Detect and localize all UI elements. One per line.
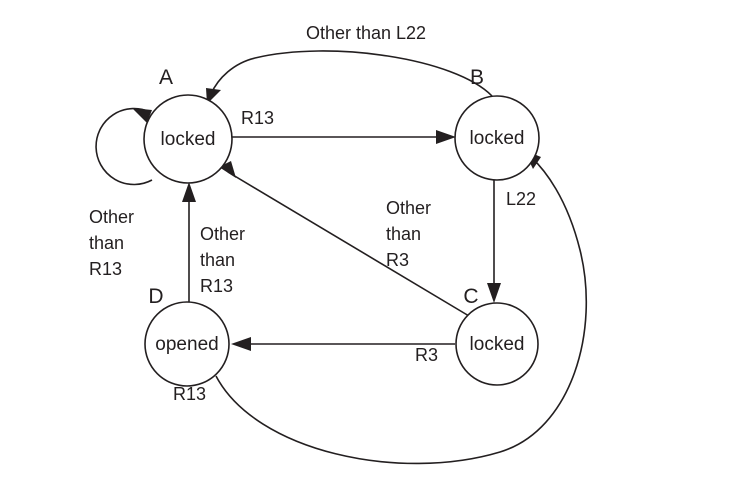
edge-label-a-self-loop-line2: than <box>89 233 124 253</box>
edge-b-to-c-arrowhead <box>487 283 501 303</box>
edge-label-d-to-a-line1: Other <box>200 224 245 244</box>
edge-label-d-to-a-line2: than <box>200 250 235 270</box>
state-b[interactable]: locked B <box>454 66 540 181</box>
edge-a-to-b <box>232 130 456 144</box>
state-c[interactable]: locked C <box>455 285 539 386</box>
edge-label-c-to-a-line1: Other <box>386 198 431 218</box>
edge-b-to-a-path <box>210 50 493 97</box>
edge-d-to-a <box>182 182 196 302</box>
edge-b-to-c <box>487 180 501 303</box>
state-b-circle[interactable] <box>454 95 540 181</box>
edge-b-to-a <box>206 50 493 104</box>
edge-a-self-loop <box>95 107 153 186</box>
state-a-name: A <box>159 66 173 89</box>
edge-label-other-than-l22: Other than L22 <box>306 23 426 43</box>
edge-label-a-self-loop: Other than R13 <box>89 207 134 279</box>
state-d-name: D <box>148 285 163 308</box>
edge-c-to-a-path <box>227 171 470 317</box>
state-a-circle[interactable] <box>143 94 233 184</box>
edge-d-to-b-path <box>215 156 587 465</box>
state-a[interactable]: locked A <box>143 66 233 184</box>
edge-label-r13-d-to-b: R13 <box>173 384 206 404</box>
edge-label-r3: R3 <box>415 345 438 365</box>
edge-label-d-to-a: Other than R13 <box>200 224 245 296</box>
edge-label-r13-a-to-b: R13 <box>241 108 274 128</box>
edge-label-c-to-a-line2: than <box>386 224 421 244</box>
edge-label-a-self-loop-line1: Other <box>89 207 134 227</box>
state-c-value: locked <box>470 334 525 355</box>
edge-label-d-to-a-line3: R13 <box>200 276 233 296</box>
edge-c-to-d-arrowhead <box>231 337 251 351</box>
state-d-value: opened <box>155 334 218 355</box>
edge-a-to-b-arrowhead <box>436 130 456 144</box>
state-b-name: B <box>470 66 484 89</box>
edge-label-a-self-loop-line3: R13 <box>89 259 122 279</box>
state-c-circle[interactable] <box>455 302 539 386</box>
state-a-value: locked <box>161 129 216 150</box>
edge-a-self-loop-path <box>95 107 153 186</box>
state-b-value: locked <box>470 128 525 149</box>
state-d[interactable]: opened D <box>144 285 230 387</box>
state-d-circle[interactable] <box>144 301 230 387</box>
edge-label-c-to-a-line3: R3 <box>386 250 409 270</box>
edge-label-l22: L22 <box>506 189 536 209</box>
edge-d-to-a-arrowhead <box>182 182 196 202</box>
edge-label-c-to-a: Other than R3 <box>386 198 431 270</box>
edge-a-self-loop-arrowhead <box>132 108 152 123</box>
edge-c-to-a <box>219 161 470 317</box>
state-c-name: C <box>463 285 478 308</box>
edge-c-to-d <box>231 337 455 351</box>
